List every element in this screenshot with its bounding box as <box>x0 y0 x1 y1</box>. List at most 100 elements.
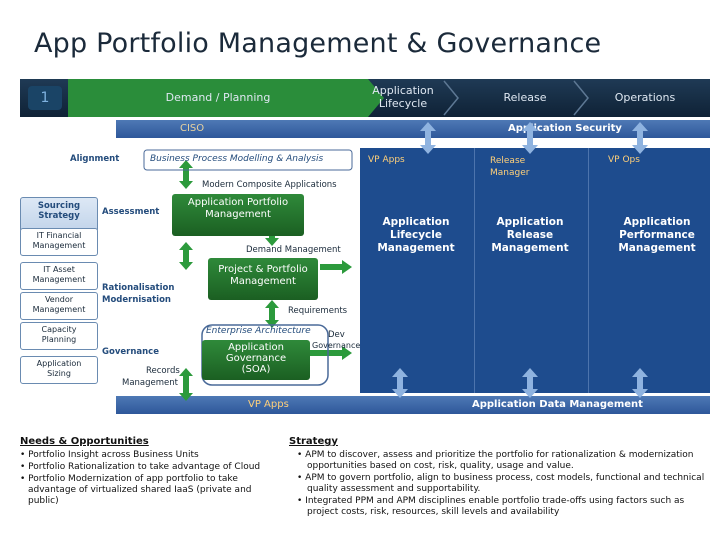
records-label: Records <box>146 366 180 376</box>
vp-apps-bottom-label: VP Apps <box>248 399 289 410</box>
step-number: 1 <box>28 86 62 110</box>
rationalisation-label: Rationalisation <box>102 283 175 293</box>
release-manager-label: Release Manager <box>490 155 529 179</box>
app-panels <box>360 148 710 393</box>
release-manager-line1: Release <box>490 156 526 166</box>
alm-line: Management <box>377 242 455 254</box>
strategy-item: • APM to discover, assess and prioritize… <box>297 450 694 471</box>
sidebar-line: Application <box>36 359 82 368</box>
sidebar-line: Planning <box>41 335 77 344</box>
needs-section: Needs & Opportunities • Portfolio Insigh… <box>20 436 275 507</box>
demand-segment <box>68 79 368 117</box>
ppm-box[interactable]: Project & Portfolio Management <box>208 258 318 300</box>
needs-item: • Portfolio Rationalization to take adva… <box>20 462 261 472</box>
ppm-box-line: Management <box>230 276 296 287</box>
gov-box-line: Application <box>228 342 284 353</box>
green-arrow-icon <box>310 346 352 360</box>
sidebar-item-capacity[interactable]: Capacity Planning <box>20 322 98 350</box>
governance-label: Governance <box>102 347 159 357</box>
needs-item: • Portfolio Modernization of app portfol… <box>20 474 252 506</box>
vp-ops-label: VP Ops <box>608 155 640 165</box>
strategy-item: • Integrated PPM and APM disciplines ena… <box>297 496 685 517</box>
sidebar-item-it-financial[interactable]: IT Financial Management <box>20 228 98 256</box>
double-arrow-icon <box>420 122 436 154</box>
needs-item-text: Portfolio Rationalization to take advant… <box>28 462 261 472</box>
needs-heading: Needs & Opportunities <box>20 436 149 447</box>
needs-item-text: Portfolio Modernization of app portfolio… <box>28 474 252 506</box>
double-arrow-icon <box>522 368 538 398</box>
green-arrow-icon <box>179 242 193 270</box>
panel-divider <box>588 148 589 393</box>
data-mgmt-label: Application Data Management <box>472 399 643 410</box>
dev-governance-label: Governance <box>312 341 361 350</box>
ea-label: Enterprise Architecture <box>206 326 311 336</box>
apm-box[interactable]: Application Portfolio Management <box>172 194 304 236</box>
alm-label: Application Lifecycle Management <box>364 216 468 255</box>
chevron-icon <box>443 80 459 116</box>
app-security-label: Application Security <box>508 123 622 134</box>
demand-planning-label: Demand / Planning <box>165 91 271 104</box>
sidebar-line: Sourcing <box>37 201 81 211</box>
green-arrow-icon <box>320 260 352 274</box>
sourcing-strategy-header: Sourcing Strategy <box>20 197 98 232</box>
chevron-icon <box>573 80 589 116</box>
alm-line: Lifecycle <box>390 229 442 241</box>
data-bar <box>116 396 710 414</box>
modern-composite-label: Modern Composite Applications <box>202 180 337 190</box>
bpm-frame <box>143 149 353 171</box>
gov-box-line: (SOA) <box>241 364 271 375</box>
sidebar-item-it-asset[interactable]: IT Asset Management <box>20 262 98 290</box>
apm-line: Application <box>623 216 691 228</box>
arm-line: Application <box>496 216 564 228</box>
strategy-item-text: Integrated PPM and APM disciplines enabl… <box>305 496 685 517</box>
apm-box-line: Application Portfolio <box>187 197 289 208</box>
ppm-box-line: Project & Portfolio <box>218 264 308 275</box>
apm-box-line: Management <box>205 209 271 220</box>
alm-line: Application <box>382 216 450 228</box>
arm-line: Management <box>491 242 569 254</box>
ciso-label: CISO <box>180 123 205 134</box>
dev-label: Dev <box>328 330 345 340</box>
green-arrow-icon <box>179 368 193 401</box>
release-label: Release <box>503 91 547 104</box>
strategy-section: Strategy • APM to discover, assess and p… <box>289 436 714 518</box>
needs-item-text: Portfolio Insight across Business Units <box>28 450 199 460</box>
sidebar-item-vendor[interactable]: Vendor Management <box>20 292 98 320</box>
bpm-label: Business Process Modelling & Analysis <box>150 154 324 164</box>
apm-line: Management <box>618 242 696 254</box>
app-governance-box[interactable]: Application Governance (SOA) <box>202 340 310 380</box>
alignment-label: Alignment <box>70 154 120 164</box>
sidebar-line: IT Financial <box>36 231 82 240</box>
green-arrow-icon <box>265 300 279 328</box>
apm-label: Application Performance Management <box>604 216 710 255</box>
vp-apps-label: VP Apps <box>368 155 405 165</box>
arm-label: Application Release Management <box>478 216 582 255</box>
sidebar-line: IT Asset <box>43 265 75 274</box>
app-lifecycle-label: Application Lifecycle <box>372 84 434 110</box>
sidebar-line: Capacity <box>41 325 77 334</box>
operations-label: Operations <box>614 91 676 104</box>
arm-line: Release <box>506 229 554 241</box>
sidebar-item-app-sizing[interactable]: Application Sizing <box>20 356 98 384</box>
green-arrow-icon <box>179 160 193 189</box>
sidebar-line: Management <box>32 241 86 250</box>
double-arrow-icon <box>632 368 648 398</box>
sidebar-line: Strategy <box>38 211 80 221</box>
strategy-item-text: APM to discover, assess and prioritize t… <box>305 450 694 471</box>
double-arrow-icon <box>522 122 538 154</box>
release-manager-line2: Manager <box>490 168 530 178</box>
sidebar-line: Vendor <box>44 295 74 304</box>
needs-item: • Portfolio Insight across Business Unit… <box>20 450 199 460</box>
strategy-item-text: APM to govern portfolio, align to busine… <box>305 473 705 494</box>
sidebar-line: Management <box>32 275 86 284</box>
requirements-label: Requirements <box>288 306 348 316</box>
gov-box-line: Governance <box>225 353 287 364</box>
strategy-item: • APM to govern portfolio, align to busi… <box>297 473 705 494</box>
apm-line: Performance <box>619 229 695 241</box>
sidebar-line: Sizing <box>47 369 71 378</box>
double-arrow-icon <box>392 368 408 398</box>
double-arrow-icon <box>632 122 648 154</box>
sidebar-line: Management <box>32 305 86 314</box>
panel-divider <box>474 148 475 393</box>
